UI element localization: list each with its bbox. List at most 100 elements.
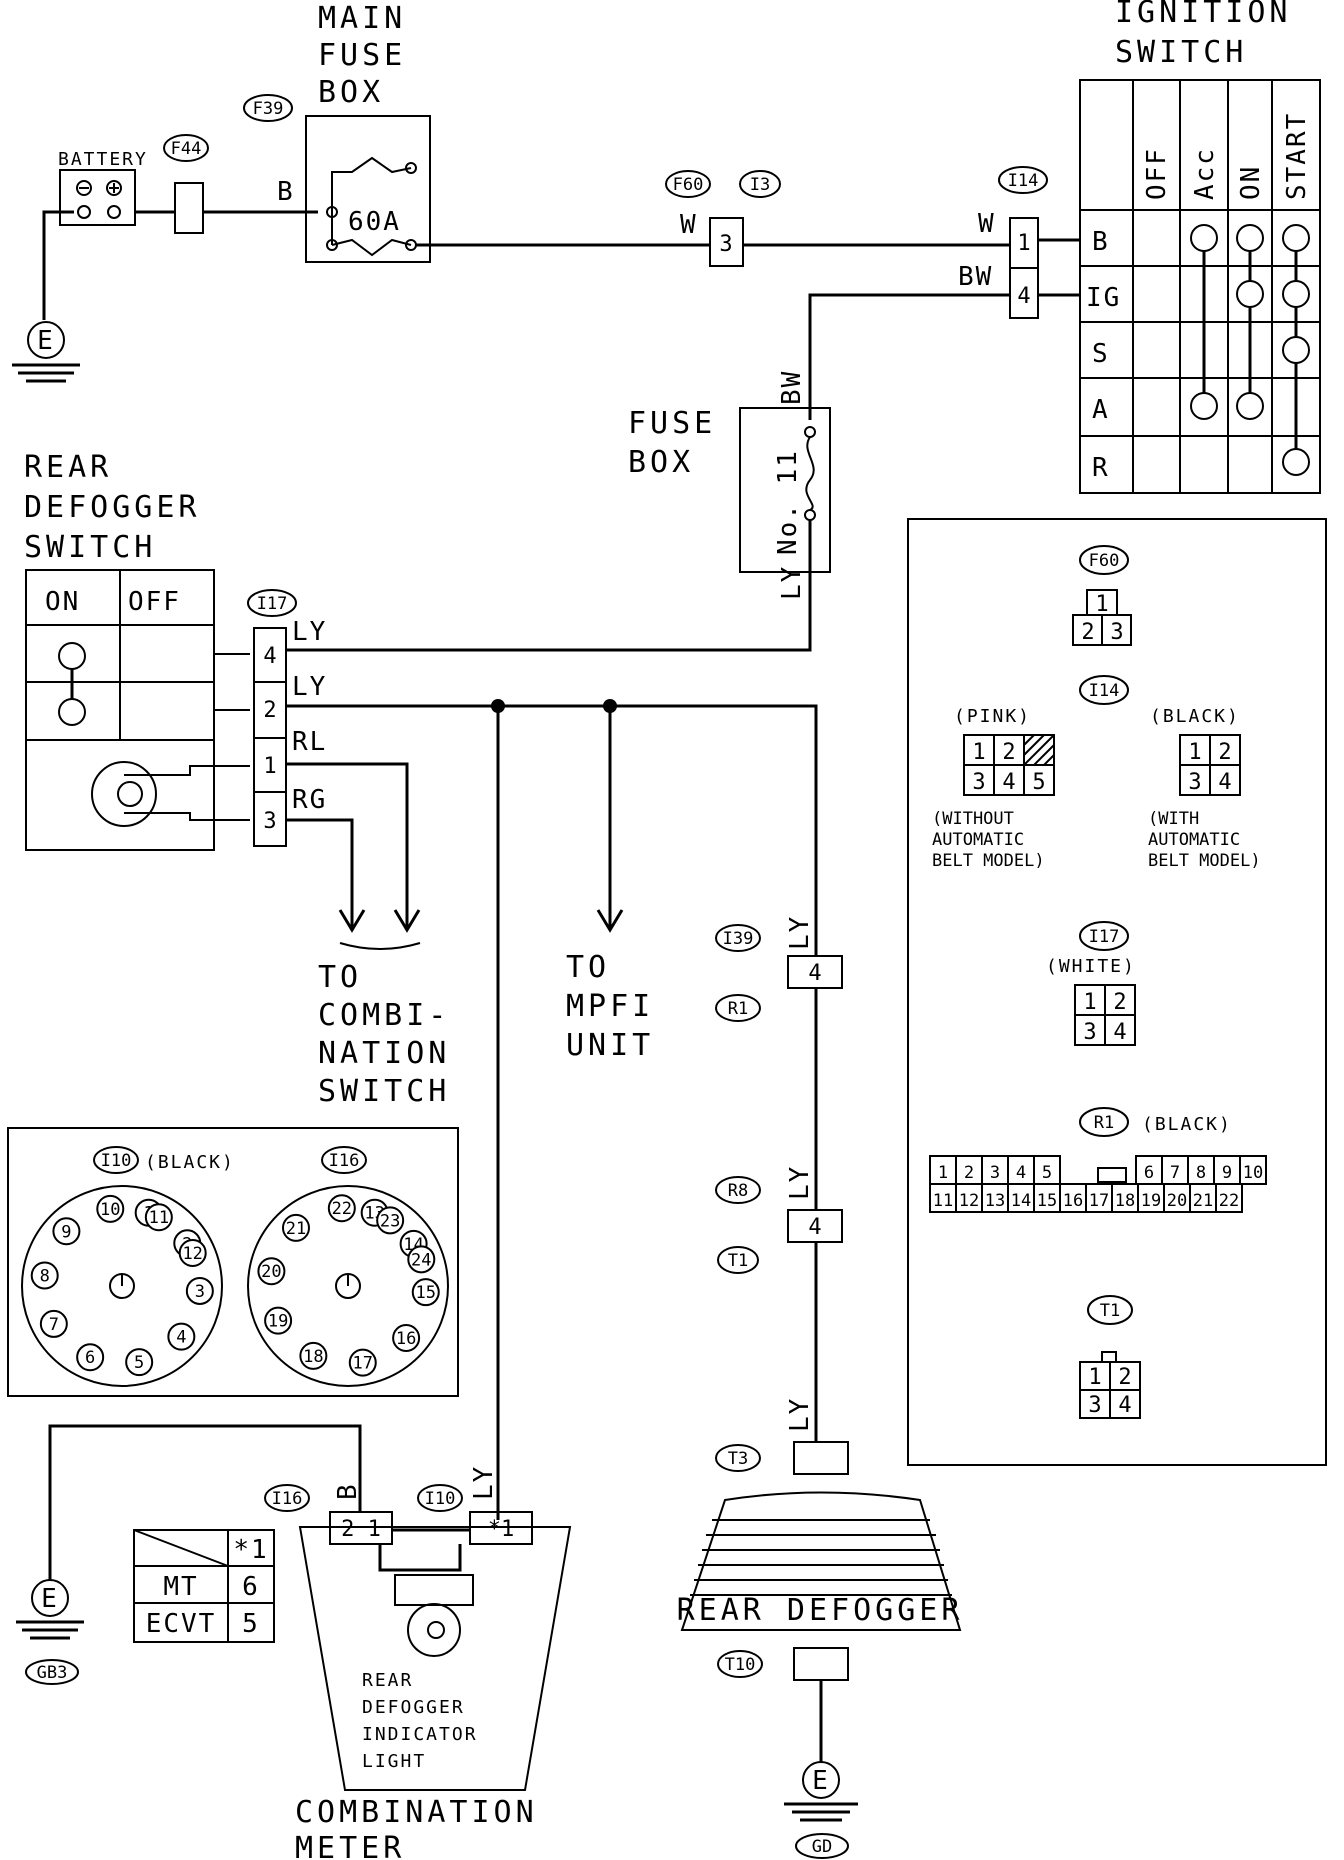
harness-pin-2: 4 — [808, 1215, 821, 1240]
ground-gd-symbol: E — [812, 1766, 830, 1796]
legend-i14-pink-pin-5: 5 — [1032, 770, 1045, 795]
combination-meter: I16 B 2 1 I10 LY *1 REAR DEFOGGER INDICA… — [264, 1465, 572, 1860]
main-fuse-label-1: MAIN — [318, 1, 406, 36]
main-fuse-label-2: FUSE — [318, 38, 406, 73]
ground-top: E — [12, 321, 80, 383]
legend-i14-pink-pin-2: 2 — [1002, 740, 1015, 765]
r1-pin-20: 20 — [1167, 1191, 1187, 1211]
round-pin-label-6: 6 — [85, 1348, 95, 1368]
dest-combination-switch: TO COMBI- NATION SWITCH — [318, 960, 446, 1109]
legend-r1-code: R1 — [1094, 1113, 1114, 1133]
ground-gb3: E GB3 — [16, 1579, 84, 1685]
round-pin-8 — [30, 1261, 59, 1290]
round-i10-color: (BLACK) — [145, 1152, 235, 1173]
legend-i17-pin-4: 4 — [1113, 1020, 1126, 1045]
round-pin-21 — [281, 1213, 310, 1242]
legend-f60-code: F60 — [1089, 551, 1120, 571]
rds-wire-3: RG — [292, 785, 327, 815]
round-pin-7 — [39, 1309, 68, 1338]
round-pin-5 — [125, 1348, 154, 1377]
ignition-row-r: R — [1092, 453, 1110, 483]
battery-label: BATTERY — [58, 149, 148, 170]
legend-r1-color: (BLACK) — [1142, 1114, 1232, 1135]
main-fuse-rating: 60A — [348, 207, 401, 237]
harness-pin-1: 4 — [808, 961, 821, 986]
rear-defogger-label: REAR DEFOGGER — [677, 1593, 964, 1628]
round-pin-label-16: 16 — [396, 1329, 416, 1349]
legend-t1-pin-4: 4 — [1118, 1393, 1131, 1418]
dest-mpfi-1: TO — [566, 950, 610, 985]
ignition-row-a: A — [1092, 395, 1110, 425]
round-pin-label-15: 15 — [416, 1283, 436, 1303]
connector-f60-wire: W — [680, 210, 698, 240]
r1-pin-16: 16 — [1063, 1191, 1083, 1211]
legend-f60-pin-3: 3 — [1110, 620, 1123, 645]
r1-pin-1: 1 — [938, 1163, 948, 1183]
round-pin-23 — [376, 1206, 405, 1235]
ignition-row-ig: IG — [1086, 283, 1121, 313]
model-row-1-value: 6 — [242, 1572, 260, 1602]
ground-top-symbol: E — [37, 326, 55, 356]
r1-cell-22 — [1215, 1183, 1243, 1213]
meter-i16-wire: B — [333, 1482, 363, 1500]
legend-i14-pink-pin-4: 4 — [1002, 770, 1015, 795]
r1-pin-15: 15 — [1037, 1191, 1057, 1211]
legend-i14-pink-note-3: BELT MODEL) — [932, 851, 1045, 871]
r1-pin-10: 10 — [1243, 1163, 1263, 1183]
model-row-1-label: MT — [163, 1572, 198, 1602]
model-table: *1 MT 6 ECVT 5 — [133, 1529, 275, 1643]
connector-i14-code: I14 — [1008, 171, 1039, 191]
legend-i17-pin-3: 3 — [1083, 1020, 1096, 1045]
legend-i14-pink-color: (PINK) — [954, 706, 1031, 727]
rds-label-1: REAR — [24, 450, 112, 485]
connector-f44-code: F44 — [171, 139, 202, 159]
model-row-2-label: ECVT — [146, 1609, 217, 1639]
round-pin-label-10: 10 — [100, 1200, 120, 1220]
legend-i14-pink-pin-1: 1 — [972, 740, 985, 765]
battery: BATTERY — [58, 149, 148, 226]
round-pin-label-8: 8 — [40, 1267, 50, 1287]
round-pin-15 — [411, 1278, 440, 1307]
connector-f60-i3: F60 I3 W 3 — [665, 170, 781, 267]
round-pin-4 — [167, 1322, 196, 1351]
rds-pin-4: 4 — [263, 644, 276, 669]
meter-indicator-4: LIGHT — [362, 1751, 426, 1772]
meter-i16-pins: 2 1 — [341, 1517, 381, 1542]
connector-f39-code: F39 — [253, 99, 284, 119]
r1-pin-12: 12 — [959, 1191, 979, 1211]
r1-pin-2: 2 — [964, 1163, 974, 1183]
dest-mpfi-2: MPFI — [566, 989, 654, 1024]
ignition-pin-1: 1 — [1017, 231, 1030, 256]
round-pin-18 — [299, 1341, 328, 1370]
r1-pin-17: 17 — [1089, 1191, 1109, 1211]
round-pin-9 — [52, 1217, 81, 1246]
r1-pin-21: 21 — [1193, 1191, 1213, 1211]
ignition-row-b: B — [1092, 227, 1110, 257]
r1-pin-9: 9 — [1222, 1163, 1232, 1183]
legend-i17-color: (WHITE) — [1046, 956, 1136, 977]
round-pin-label-21: 21 — [286, 1219, 306, 1239]
connector-f60-code: F60 — [673, 175, 704, 195]
r1-pin-6: 6 — [1144, 1163, 1154, 1183]
round-pin-12 — [178, 1239, 207, 1268]
connector-i3-code: I3 — [750, 175, 770, 195]
round-pin-label-19: 19 — [268, 1312, 288, 1332]
ignition-pin-4: 4 — [1017, 284, 1030, 309]
legend-i14-black-note-1: (WITH — [1148, 809, 1199, 829]
ignition-switch: IGNITION SWITCH I14 W BW 1 4 OFF Acc ON … — [958, 0, 1321, 494]
harness-wire-3: LY — [785, 1397, 815, 1432]
r1-pin-5: 5 — [1042, 1163, 1052, 1183]
ignition-col-off: OFF — [1142, 147, 1172, 200]
ignition-label-1: IGNITION — [1115, 0, 1292, 30]
legend-i14-black-note-3: BELT MODEL) — [1148, 851, 1261, 871]
legend-i14-black-pin-2: 2 — [1218, 740, 1231, 765]
round-pin-label-22: 22 — [332, 1199, 352, 1219]
ground-gd-code: GD — [812, 1837, 832, 1857]
meter-label-1: COMBINATION — [295, 1795, 538, 1830]
r1-cell-10 — [1239, 1155, 1267, 1185]
r1-pin-18: 18 — [1115, 1191, 1135, 1211]
legend-i14-black-pin-3: 3 — [1188, 770, 1201, 795]
round-pin-label-7: 7 — [49, 1315, 59, 1335]
legend-t1-pin-2: 2 — [1118, 1365, 1131, 1390]
